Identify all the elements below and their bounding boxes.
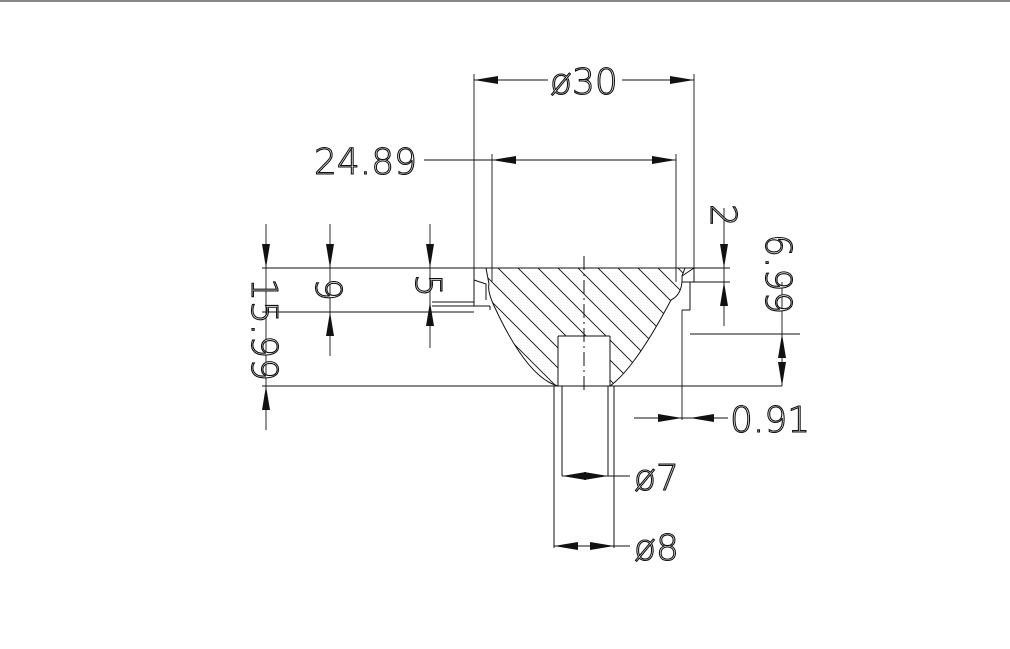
dim-outer-diameter-lines (473, 74, 695, 268)
label-bore-diameter: ø7 (634, 458, 679, 499)
dim-depth-9-lines (262, 224, 474, 356)
dim-step-height-lines (720, 208, 728, 326)
dim-wall-thickness-lines (634, 310, 728, 422)
label-wall-thickness: 0.91 (730, 400, 810, 441)
label-inner-depth: 6.99 (757, 234, 798, 314)
label-depth-9: 9 (307, 278, 348, 301)
dim-inner-width-lines (424, 154, 677, 282)
dim-depth-5-lines (426, 224, 434, 348)
dim-total-height-lines (262, 224, 782, 430)
dim-inner-depth-lines (690, 282, 800, 386)
label-step-height: 2 (702, 204, 743, 227)
label-inner-width: 24.89 (314, 142, 417, 183)
dim-bore-diameter-lines (562, 472, 630, 480)
label-outer-diameter: ø30 (550, 62, 618, 103)
label-depth-5: 5 (407, 274, 448, 297)
label-boss-diameter: ø8 (634, 528, 679, 569)
label-total-height: 15.99 (243, 278, 284, 381)
dim-boss-diameter-lines (554, 542, 630, 550)
